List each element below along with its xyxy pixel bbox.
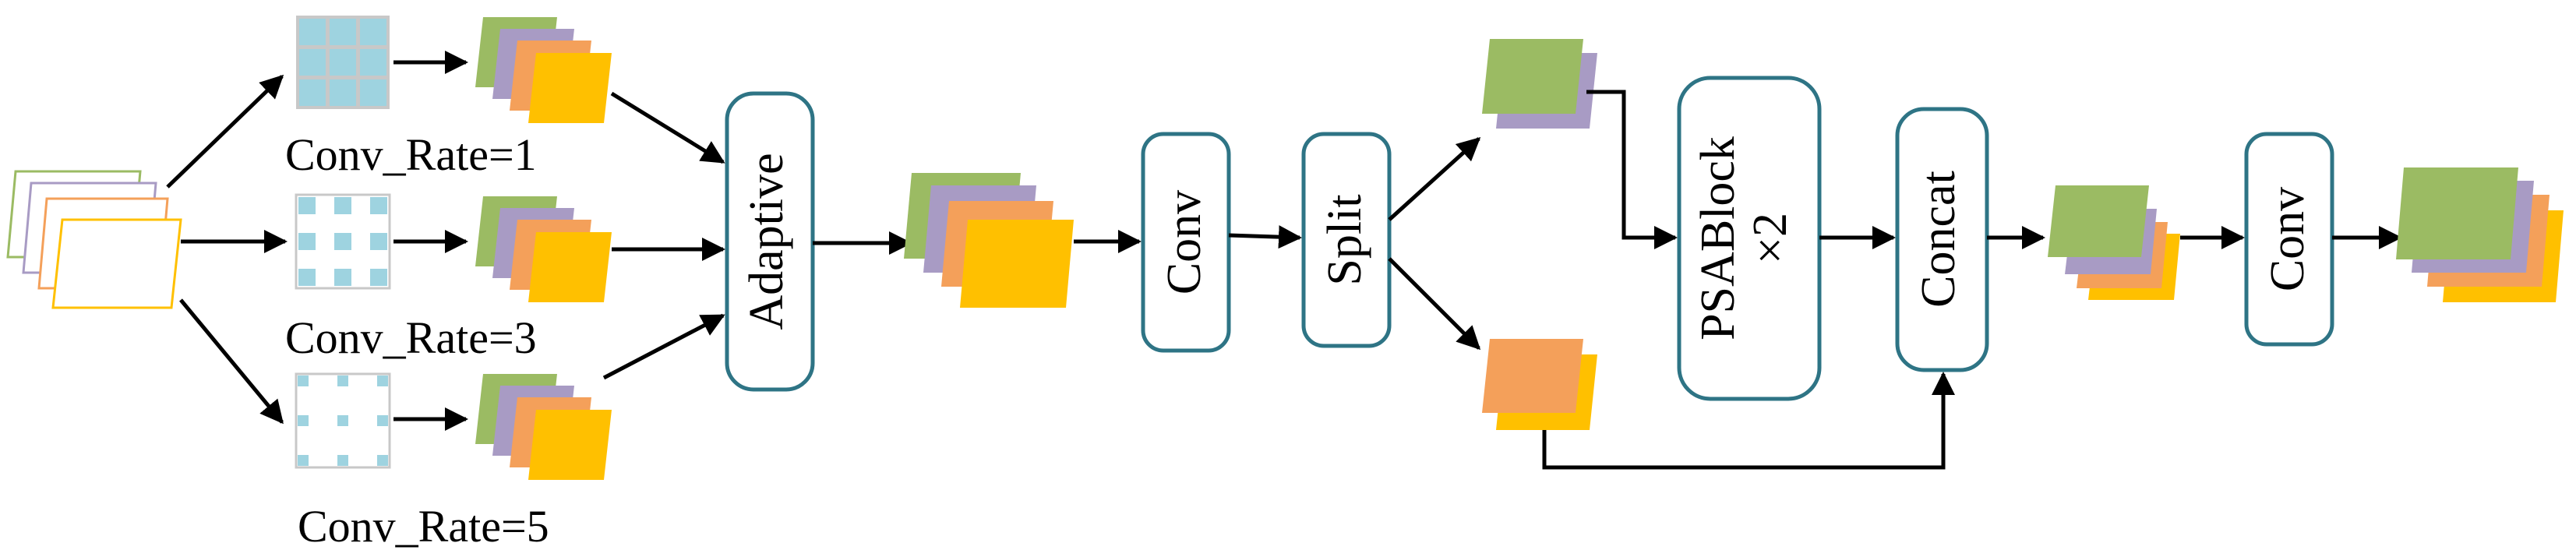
- feature-stack-rate3: [475, 196, 612, 302]
- arrow-top-to-psablock: [1586, 90, 1678, 249]
- feature-stack-rate5: [475, 374, 612, 480]
- feature-stack-output: [2396, 167, 2564, 302]
- arrow-input-to-rate1: [166, 74, 284, 189]
- kernel-rate-1: [296, 16, 390, 109]
- arrow-stack5-to-adaptive: [602, 313, 725, 380]
- arrow-input-to-rate5: [179, 298, 284, 425]
- split-block: [1301, 132, 1392, 348]
- input-feature-maps: [6, 170, 182, 309]
- label-conv-rate-5: Conv_Rate=5: [298, 501, 549, 552]
- arrow-bypass-to-concat: [1542, 372, 1955, 470]
- psablock-label: PSABlock: [1692, 136, 1745, 340]
- concat-label: Concat: [1912, 171, 1965, 308]
- feature-stack-split-bottom: [1482, 339, 1597, 430]
- arrow-stack1-to-adaptive: [610, 91, 725, 164]
- conv-label-2: Conv: [2261, 187, 2314, 291]
- arrow-split-to-top: [1388, 136, 1481, 221]
- label-conv-rate-3: Conv_Rate=3: [285, 312, 537, 363]
- kernel-rate-3: [295, 193, 391, 290]
- conv-label-1: Conv: [1158, 190, 1211, 294]
- kernel-rate-5: [295, 372, 391, 469]
- adaptive-label: Adaptive: [740, 153, 793, 330]
- label-conv-rate-1: Conv_Rate=1: [285, 129, 537, 180]
- arrow-split-to-bottom: [1388, 257, 1481, 351]
- feature-stack-concat: [2048, 185, 2180, 300]
- feature-stack-merged: [904, 173, 1074, 308]
- conv-block-1: [1141, 132, 1231, 353]
- psablock-multiplier: ×2: [1744, 213, 1797, 264]
- split-label: Split: [1318, 194, 1371, 285]
- feature-stack-split-top: [1482, 39, 1597, 129]
- arrow-conv-to-split: [1228, 225, 1302, 249]
- feature-stack-rate1: [475, 17, 612, 123]
